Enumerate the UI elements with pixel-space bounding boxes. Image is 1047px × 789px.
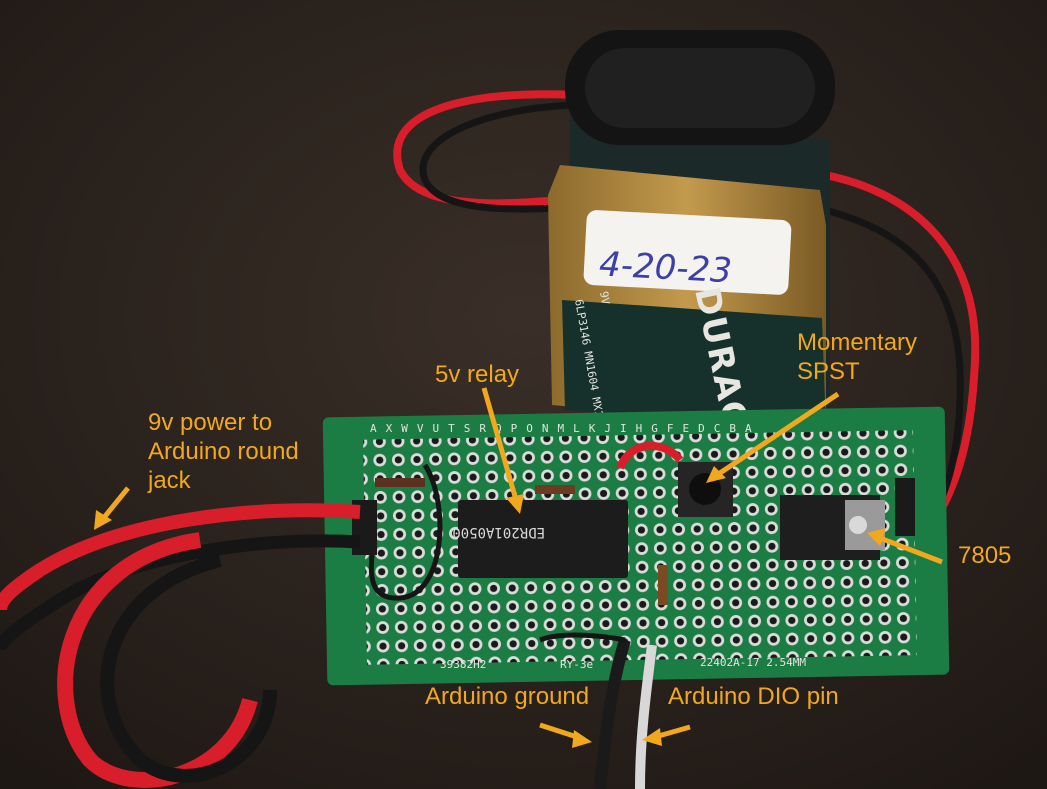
power-red-wire bbox=[0, 503, 361, 611]
annotation-ground: Arduino ground bbox=[425, 683, 590, 710]
relay-arrow bbox=[481, 387, 519, 501]
battery-black-wire-right bbox=[824, 206, 964, 527]
annotation-arrows bbox=[94, 387, 943, 748]
switch-arrow bbox=[715, 391, 840, 478]
resistor-2 bbox=[658, 565, 668, 605]
battery-date-label bbox=[583, 210, 792, 295]
red-jumper bbox=[616, 442, 684, 470]
annotation-power: 9v power to Arduino round jack bbox=[148, 409, 299, 494]
ground-jumper bbox=[539, 632, 626, 643]
dio-arrow bbox=[654, 724, 691, 740]
black-jumper bbox=[368, 463, 443, 601]
power-red-loop bbox=[57, 532, 258, 788]
board-column-letters: AXWVUTSRQPONMLKJIHGFEDCBA bbox=[370, 422, 761, 435]
arduino-dio-wire bbox=[635, 644, 657, 789]
ground-arrow bbox=[539, 722, 581, 741]
battery-date-text: 4-20-23 bbox=[598, 244, 733, 291]
resistor-1 bbox=[375, 478, 425, 487]
board-silk-right: 22402A-17 2.54MM bbox=[700, 656, 806, 669]
battery-red-wire-right bbox=[824, 171, 980, 523]
battery-black-wire-left bbox=[419, 101, 571, 213]
power-black-wire bbox=[0, 534, 361, 652]
board-silk-mid: RY-3e bbox=[560, 658, 593, 671]
power-black-loop bbox=[100, 553, 277, 783]
diode-1 bbox=[535, 485, 575, 494]
annotation-relay: 5v relay bbox=[435, 361, 520, 388]
relay-marking: EDR201A0500 bbox=[452, 524, 545, 540]
regulator-7805 bbox=[780, 495, 885, 560]
regulator-arrow bbox=[879, 535, 943, 565]
relay-chip: EDR201A0500 bbox=[452, 500, 628, 578]
arduino-ground-wire bbox=[594, 638, 631, 789]
battery-voltage-text: 9V bbox=[597, 290, 612, 306]
battery-red-wire-left bbox=[393, 90, 576, 208]
power-arrow bbox=[100, 486, 130, 522]
board-silk-left: 39382H2 bbox=[440, 658, 486, 671]
annotation-dio: Arduino DIO pin bbox=[668, 683, 839, 710]
annotation-switch: Momentary SPST bbox=[797, 329, 918, 385]
perfboard: AXWVUTSRQPONMLKJIHGFEDCBA 39382H2 RY-3e … bbox=[322, 406, 950, 686]
battery-header bbox=[895, 478, 915, 536]
annotation-regulator: 7805 bbox=[958, 542, 1012, 569]
